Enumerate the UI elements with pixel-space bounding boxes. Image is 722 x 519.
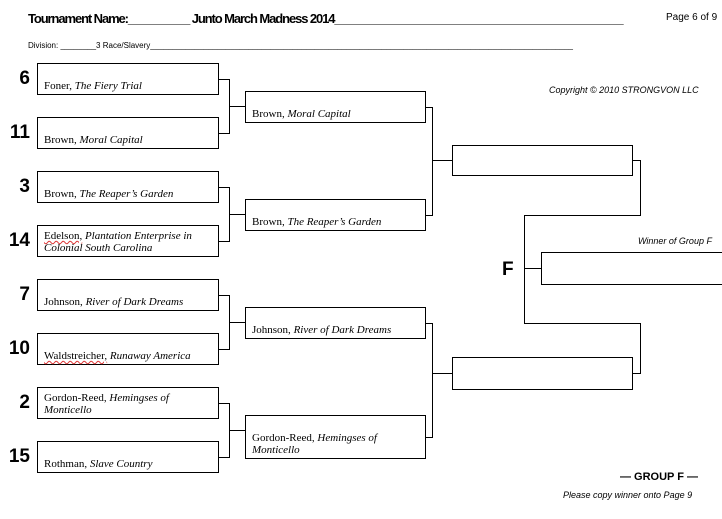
entry-text: Edelson, Plantation Enterprise in Coloni… <box>44 230 192 254</box>
seed-number: 2 <box>19 392 30 413</box>
entry-text: Brown, Moral Capital <box>44 134 143 146</box>
group-winner-slot[interactable] <box>541 252 722 285</box>
round1-slot[interactable]: Edelson, Plantation Enterprise in Coloni… <box>37 225 219 257</box>
winner-label: Winner of Group F <box>638 236 712 246</box>
round1-slot[interactable]: Foner, The Fiery Trial <box>37 63 219 95</box>
page-number: Page 6 of 9 <box>666 12 718 23</box>
seed-number: 10 <box>8 338 30 359</box>
entry-text: Gordon-Reed, Hemingses of Monticello <box>252 432 377 456</box>
tournament-title: Tournament Name:__________ Junto March M… <box>28 11 624 26</box>
entry-text: Brown, The Reaper’s Garden <box>44 188 174 200</box>
seed-number: 7 <box>19 284 30 305</box>
seed-number: 11 <box>9 122 30 143</box>
seed-number: 15 <box>8 446 30 467</box>
entry-text: Waldstreicher, Runaway America <box>44 350 191 362</box>
copyright: Copyright © 2010 STRONGVON LLC <box>549 85 699 95</box>
round1-slot[interactable]: Brown, The Reaper’s Garden <box>37 171 219 203</box>
round2-slot[interactable]: Brown, The Reaper’s Garden <box>245 199 426 231</box>
division-label: Division: ________3 Race/Slavery________… <box>28 41 573 50</box>
round1-slot[interactable]: Johnson, River of Dark Dreams <box>37 279 219 311</box>
copy-note: Please copy winner onto Page 9 <box>563 490 693 500</box>
entry-text: Foner, The Fiery Trial <box>44 80 142 92</box>
seed-number: 14 <box>8 230 30 251</box>
round3-slot-1[interactable] <box>452 145 633 176</box>
entry-text: Brown, The Reaper’s Garden <box>252 216 382 228</box>
entry-text: Brown, Moral Capital <box>252 108 351 120</box>
seed-number: 3 <box>19 176 30 197</box>
entry-text: Gordon-Reed, Hemingses of Monticello <box>44 392 169 416</box>
entry-text: Johnson, River of Dark Dreams <box>252 324 392 336</box>
round2-slot[interactable]: Johnson, River of Dark Dreams <box>245 307 426 339</box>
round3-slot-2[interactable] <box>452 357 633 390</box>
group-label: — GROUP F — <box>620 471 699 483</box>
round1-slot[interactable]: Gordon-Reed, Hemingses of Monticello <box>37 387 219 419</box>
seed-number: 6 <box>19 68 30 89</box>
round1-slot[interactable]: Waldstreicher, Runaway America <box>37 333 219 365</box>
round1-slot[interactable]: Rothman, Slave Country <box>37 441 219 473</box>
entry-text: Johnson, River of Dark Dreams <box>44 296 184 308</box>
final-letter: F <box>502 259 514 280</box>
round1-slot[interactable]: Brown, Moral Capital <box>37 117 219 149</box>
entry-text: Rothman, Slave Country <box>44 458 153 470</box>
round2-slot[interactable]: Gordon-Reed, Hemingses of Monticello <box>245 415 426 459</box>
round2-slot[interactable]: Brown, Moral Capital <box>245 91 426 123</box>
